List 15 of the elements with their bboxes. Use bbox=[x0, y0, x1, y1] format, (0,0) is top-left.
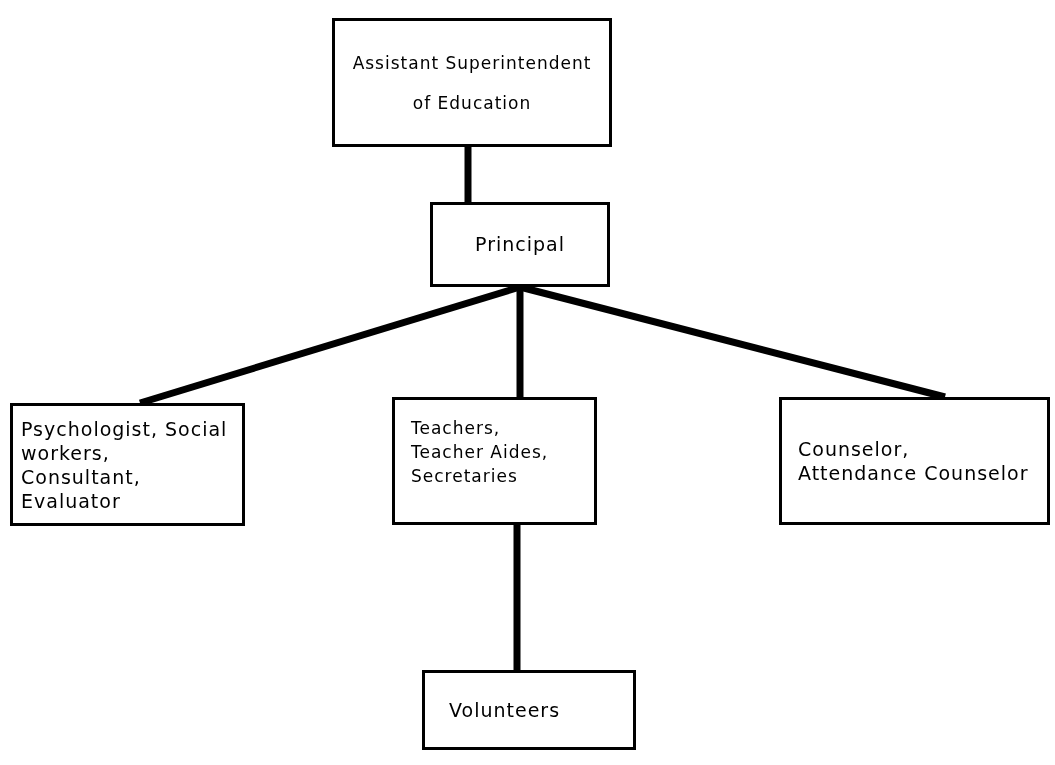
role-title: Volunteers bbox=[449, 697, 561, 723]
role-title: Psychologist, Social workers, Consultant, Evaluator bbox=[21, 416, 229, 513]
role-title: Counselor, Attendance Counselor bbox=[798, 437, 1030, 485]
connector-line bbox=[516, 287, 524, 397]
connector-line bbox=[513, 525, 521, 670]
role-box bbox=[392, 397, 597, 525]
role-box bbox=[779, 397, 1050, 525]
role-title: Assistant Superintendent of Education bbox=[351, 51, 593, 115]
role-box bbox=[10, 403, 245, 526]
role-box bbox=[430, 202, 610, 287]
role-title: Teachers, Teacher Aides, Secretaries bbox=[411, 417, 550, 488]
role-title: Principal bbox=[475, 232, 565, 258]
connector-line bbox=[464, 147, 472, 202]
role-box bbox=[422, 670, 636, 750]
role-box bbox=[332, 18, 612, 147]
